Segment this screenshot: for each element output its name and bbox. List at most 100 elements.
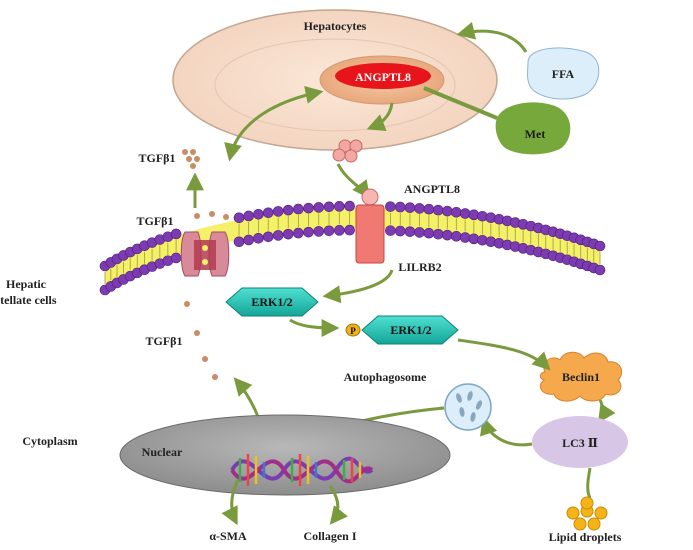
membrane-head-top (344, 200, 355, 212)
membrane-head-bottom (170, 252, 182, 264)
beclin1-cloud (539, 351, 623, 402)
nuclear-label: Nuclear (142, 445, 183, 459)
membrane-head-bottom (385, 225, 396, 236)
membrane-head-top (313, 202, 325, 213)
phospho-label: P (350, 326, 356, 336)
autophagosome-label: Autophagosome (344, 370, 427, 384)
membrane-head-top (414, 203, 425, 214)
membrane-head-bottom (459, 232, 471, 243)
membrane-head-top (233, 212, 245, 224)
membrane-head-bottom (432, 228, 444, 240)
membrane-head-top (293, 203, 304, 215)
membrane-head-bottom (303, 226, 314, 238)
membrane-head-top (243, 210, 254, 222)
membrane-head-top (404, 202, 416, 213)
tgfb1-top-label: TGFβ1 (139, 151, 176, 165)
membrane-head-bottom (253, 233, 264, 244)
membrane-head-top (303, 202, 314, 214)
membrane-head-top (385, 201, 396, 212)
membrane-head-top (170, 228, 182, 240)
met-label: Met (525, 127, 546, 141)
tgfb-receptor-channel (180, 231, 230, 277)
erk-phospho-hexagon (345, 315, 459, 345)
membrane-head-top (459, 208, 471, 219)
angptl8-secreted-cluster (332, 139, 363, 163)
ffa-label: FFA (552, 67, 575, 81)
membrane-head-top (394, 201, 406, 213)
membrane-head-bottom (262, 231, 274, 243)
membrane-head-bottom (323, 225, 335, 237)
lilrb2-to-erk-arrow (322, 269, 394, 304)
membrane-head-top (594, 240, 606, 252)
tgfb1-lower-label: TGFβ1 (146, 334, 183, 348)
lipid-droplets-label: Lipid droplets (549, 530, 622, 544)
membrane-head-top (451, 207, 462, 218)
membrane-head-bottom (313, 226, 325, 237)
angptl8-to-receptor-arrow (336, 163, 371, 199)
membrane-head-bottom (233, 236, 245, 248)
membrane-head-top (253, 209, 264, 220)
nucleus (119, 414, 451, 496)
membrane-head-top (262, 207, 274, 219)
tgfb1-membrane-label: TGFβ1 (137, 214, 174, 228)
tgfb-hepatocyte-arrow (224, 86, 324, 162)
ffa-bubble (527, 47, 600, 100)
cytoplasm-label: Cytoplasm (22, 434, 77, 448)
hepatocytes-label: Hepatocytes (304, 19, 367, 33)
membrane-head-bottom (594, 264, 606, 276)
erk-to-beclin1-arrow (457, 338, 551, 371)
cell-membrane (99, 200, 606, 296)
membrane-head-bottom (394, 225, 406, 237)
angptl8-secretion-arrow (366, 102, 394, 132)
membrane-head-top (442, 205, 453, 217)
collagen-label: Collagen I (303, 529, 356, 543)
lc3-ellipse (532, 416, 628, 468)
erk-label: ERK1/2 (251, 295, 292, 309)
membrane-head-top (334, 201, 345, 212)
hepatic-stellate-cells-label-line1: Hepatic (6, 277, 47, 291)
met-circle (495, 102, 571, 155)
lilrb2-receptor (355, 188, 385, 264)
ffa-to-hepatocyte-arrow (456, 21, 528, 53)
membrane-head-bottom (293, 227, 304, 239)
membrane-head-bottom (404, 226, 416, 237)
membrane-head-bottom (272, 230, 284, 241)
tgfb1-top-cluster (182, 149, 200, 169)
dna-helix (230, 454, 374, 486)
lc3-to-autophagosome-arrow (480, 416, 533, 447)
angptl8-pill (335, 63, 431, 89)
erk-phosphorylation-arrow (289, 318, 340, 337)
tgfb1-lower-dots (184, 301, 218, 380)
membrane-head-top (423, 203, 435, 215)
dna-to-alpha-sma-arrow (221, 479, 240, 526)
beclin1-label: Beclin1 (562, 370, 600, 384)
erk-hexagon (225, 287, 319, 317)
membrane-head-top (323, 201, 335, 213)
alpha-sma-label: α-SMA (209, 529, 247, 543)
membrane-head-bottom (243, 234, 254, 246)
membrane-head-bottom (423, 227, 435, 239)
erk-phospho-label: ERK1/2 (390, 323, 431, 337)
lilrb2-label: LILRB2 (398, 260, 441, 274)
lc3-to-lipid-line (586, 467, 592, 499)
membrane-head-bottom (282, 228, 294, 240)
autophagosome-vesicle (444, 383, 492, 431)
dna-to-collagen-arrow (328, 485, 349, 525)
angptl8-hepatocyte-label: ANGPTL8 (355, 70, 411, 84)
membrane-head-top (272, 206, 284, 217)
membrane-head-top (432, 204, 444, 216)
angptl8-ligand-label: ANGPTL8 (404, 182, 460, 196)
membrane-head-bottom (334, 225, 345, 236)
membrane-head-bottom (451, 231, 462, 242)
membrane-head-bottom (344, 224, 355, 236)
membrane-head-bottom (414, 227, 425, 238)
hepatic-stellate-cells-label-line2: stellate cells (0, 293, 57, 307)
met-inhibition-line (423, 86, 498, 120)
membrane-head-bottom (442, 229, 453, 241)
lc3-label: LC3 Ⅱ (562, 436, 598, 450)
membrane-head-top (282, 204, 294, 216)
lipid-droplets-cluster (566, 496, 608, 531)
beclin1-to-lc3-arrow (598, 399, 616, 423)
